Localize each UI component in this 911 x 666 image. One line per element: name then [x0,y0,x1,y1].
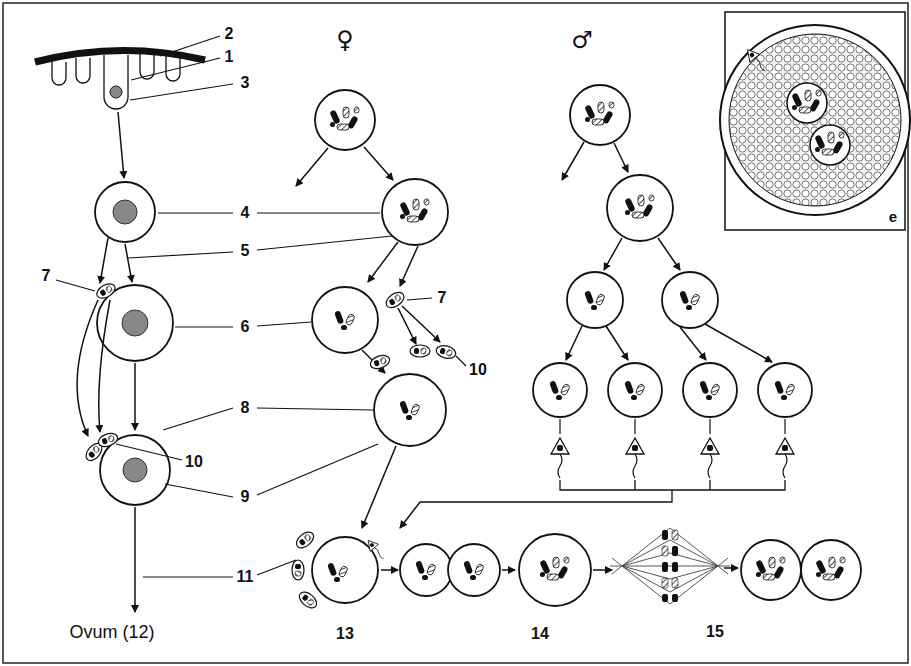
callout-number: 7 [42,268,51,284]
callout-number: 9 [241,489,250,505]
callout-number: 11 [237,569,254,585]
callout-number: 15 [706,624,724,640]
callout-number: 1 [225,49,234,65]
sex-symbol: ♂ [571,28,593,52]
callout-number: 10 [185,454,203,470]
callout-number: 14 [531,626,549,642]
callout-number: 10 [469,362,487,378]
cell-label: Ovum (12) [69,623,154,641]
inset-letter: e [889,209,897,224]
callout-number: 4 [241,205,250,221]
callout-number: 6 [241,319,250,335]
callout-number: 13 [336,626,354,642]
callout-number: 3 [241,75,250,91]
callout-number: 7 [438,290,447,306]
callout-number: 2 [225,26,234,42]
callout-number: 8 [241,400,250,416]
callout-number: 5 [241,243,250,259]
sex-symbol: ♀ [336,28,354,52]
